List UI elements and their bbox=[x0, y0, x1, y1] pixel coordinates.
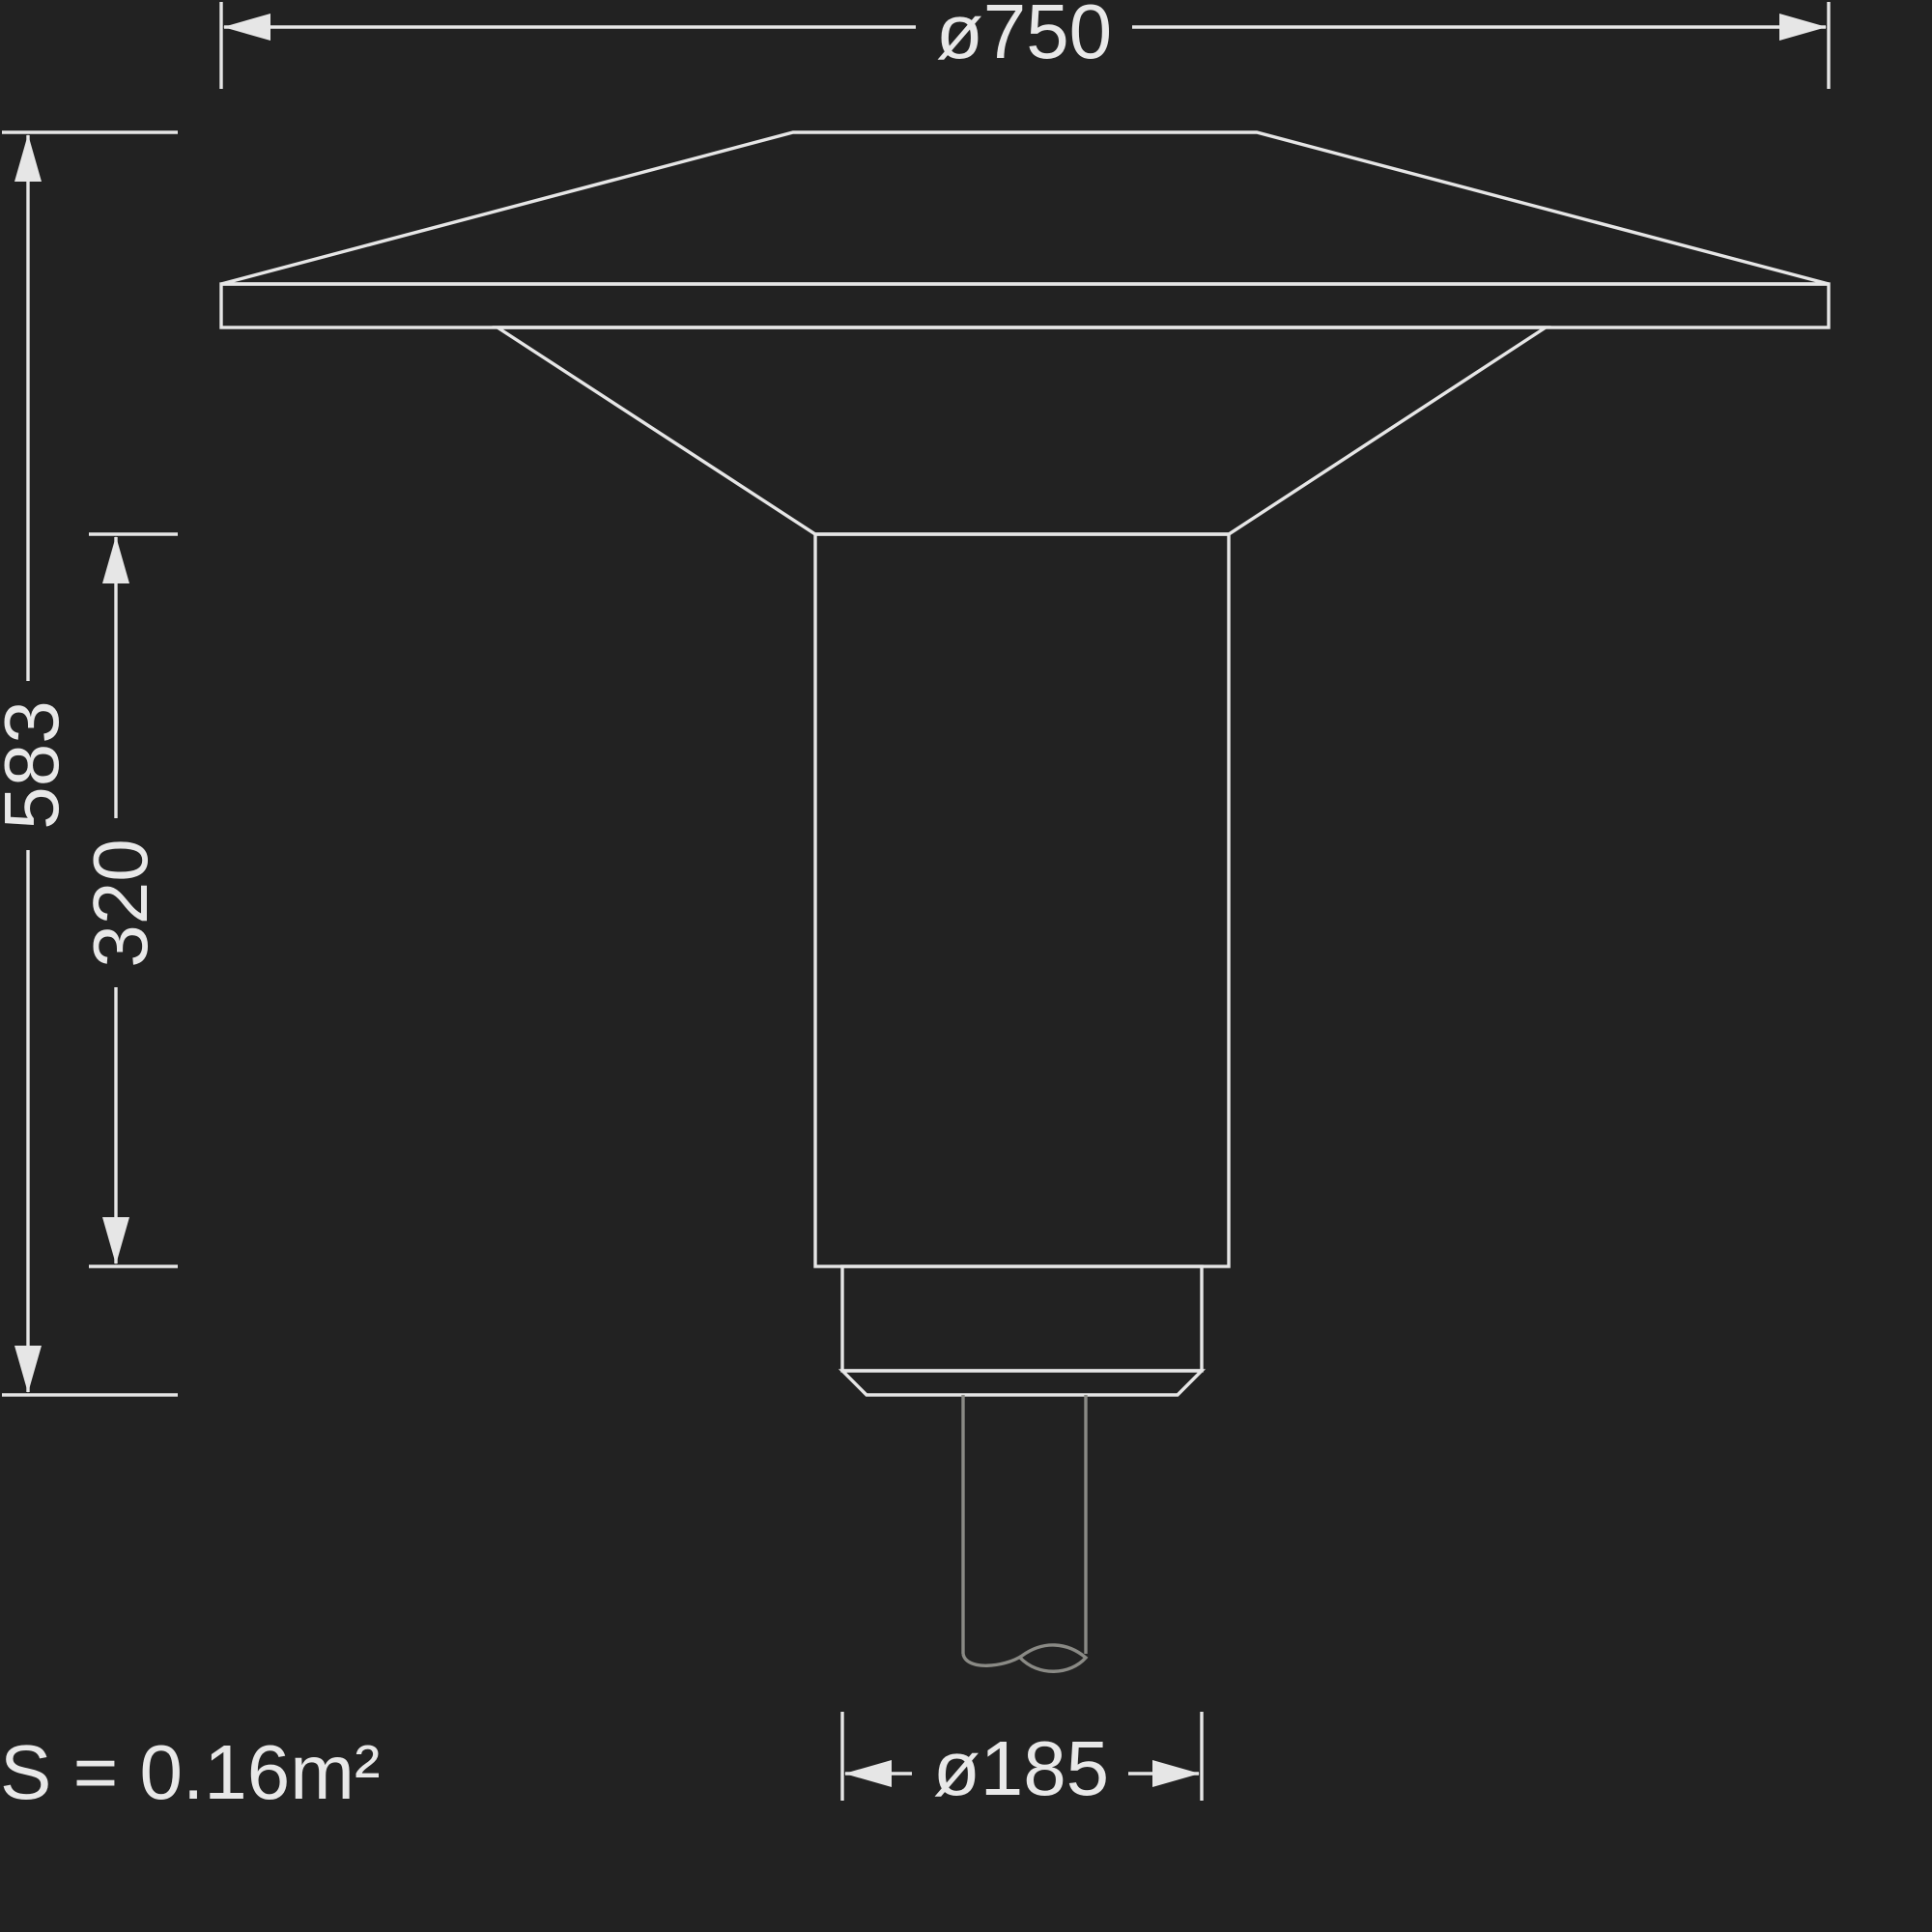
top-cap bbox=[220, 130, 1830, 286]
body-column bbox=[813, 532, 1231, 1268]
body-height-label: 320 bbox=[77, 838, 163, 967]
top-diameter-label: ø750 bbox=[936, 0, 1112, 74]
base-collar bbox=[840, 1264, 1204, 1373]
top-diameter-dimension: ø750 bbox=[219, 0, 1831, 89]
total-height-dimension: 583 bbox=[0, 130, 178, 1397]
lamp-outline bbox=[219, 130, 1831, 1397]
body-height-dimension: 320 bbox=[77, 532, 178, 1268]
mounting-pipe bbox=[961, 1395, 1089, 1673]
surface-area-label: S = 0.16m² bbox=[0, 1729, 381, 1815]
base-foot bbox=[838, 1369, 1207, 1397]
total-height-label: 583 bbox=[0, 700, 74, 829]
lower-cone bbox=[492, 326, 1551, 536]
disc-rim bbox=[219, 282, 1831, 329]
pipe-break bbox=[961, 1643, 1089, 1673]
base-diameter-label: ø185 bbox=[933, 1725, 1109, 1811]
base-diameter-dimension: ø185 bbox=[840, 1712, 1204, 1811]
